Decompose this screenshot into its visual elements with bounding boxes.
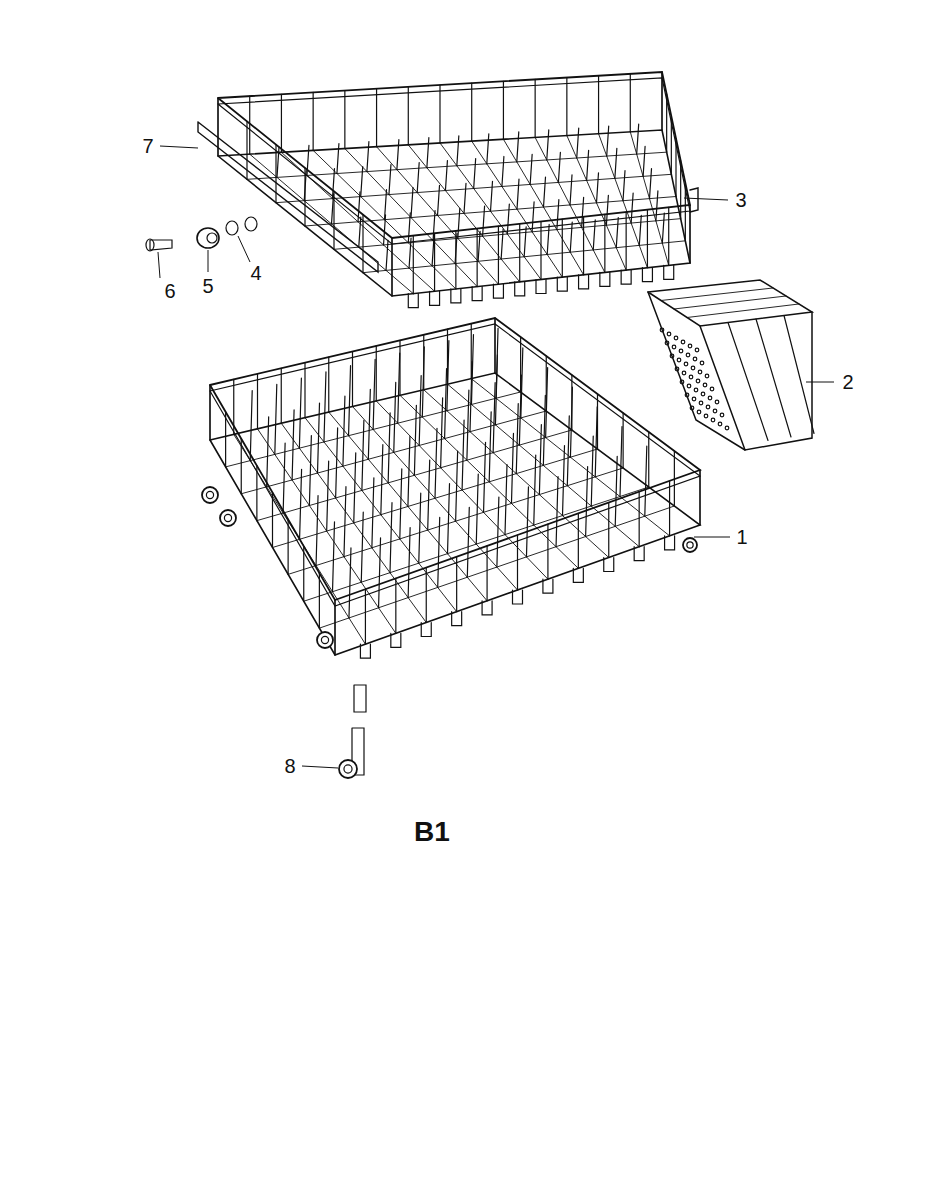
rack-wheel — [317, 632, 333, 648]
rack-wheel — [220, 510, 236, 526]
rack-wheel — [683, 538, 697, 552]
figure-label: B1 — [414, 818, 450, 846]
callout-number: 1 — [736, 527, 747, 547]
rack-wheel — [202, 487, 218, 503]
roller-parts — [146, 217, 257, 251]
cutlery-basket — [648, 280, 814, 450]
callout-number: 6 — [164, 281, 175, 301]
leader-lines — [158, 146, 834, 768]
callout-number: 2 — [842, 372, 853, 392]
callout-number: 4 — [250, 263, 261, 283]
callout-number: 5 — [202, 276, 213, 296]
upper-rack — [218, 72, 690, 308]
callout-number: 8 — [284, 756, 295, 776]
wheel-part — [339, 760, 357, 778]
callout-number: 3 — [735, 190, 746, 210]
lower-rack — [210, 318, 700, 658]
callout-number: 7 — [142, 136, 153, 156]
